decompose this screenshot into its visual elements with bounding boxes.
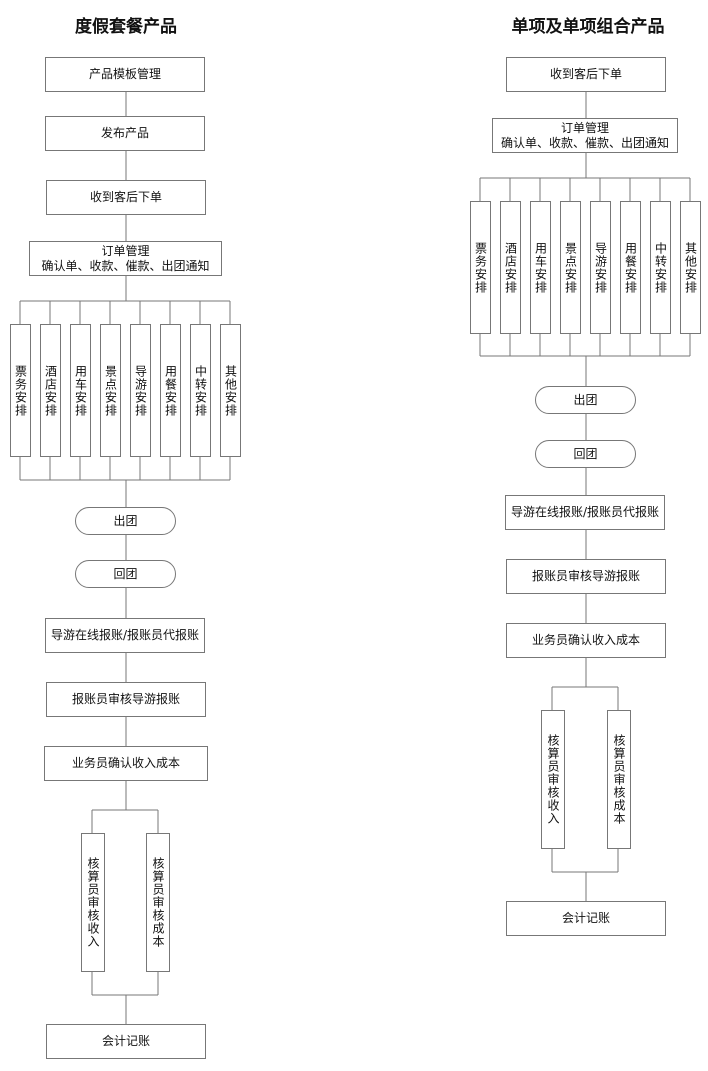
step-confirm-income-cost: 业务员确认收入成本 [506, 623, 666, 658]
audit-cost: 核算员审核成本 [607, 710, 631, 849]
step-order-management: 订单管理 确认单、收款、催款、出团通知 [29, 241, 222, 276]
step-return: 回团 [535, 440, 636, 468]
step-guide-reimbursement: 导游在线报账/报账员代报账 [45, 618, 205, 653]
arrangement-ticket: 票务安排 [470, 201, 491, 334]
audit-cost: 核算员审核成本 [146, 833, 170, 972]
step-depart: 出团 [75, 507, 176, 535]
arrangement-meal: 用餐安排 [160, 324, 181, 457]
left-connectors [19, 92, 231, 1024]
step-accounting: 会计记账 [506, 901, 666, 936]
audit-income: 核算员审核收入 [541, 710, 565, 849]
arrangement-attraction: 景点安排 [100, 324, 121, 457]
step-return: 回团 [75, 560, 176, 588]
step-order-management: 订单管理 确认单、收款、催款、出团通知 [492, 118, 678, 153]
arrangement-ticket: 票务安排 [10, 324, 31, 457]
step-template-management: 产品模板管理 [45, 57, 205, 92]
arrangement-vehicle: 用车安排 [70, 324, 91, 457]
audit-income: 核算员审核收入 [81, 833, 105, 972]
arrangement-guide: 导游安排 [590, 201, 611, 334]
left-title: 度假套餐产品 [75, 17, 177, 37]
step-review-reimbursement: 报账员审核导游报账 [506, 559, 666, 594]
arrangement-other: 其他安排 [680, 201, 701, 334]
step-guide-reimbursement: 导游在线报账/报账员代报账 [505, 495, 665, 530]
step-publish-product: 发布产品 [45, 116, 205, 151]
step-receive-order: 收到客后下单 [506, 57, 666, 92]
right-title: 单项及单项组合产品 [511, 17, 665, 37]
right-connectors [479, 92, 691, 901]
arrangement-guide: 导游安排 [130, 324, 151, 457]
arrangement-attraction: 景点安排 [560, 201, 581, 334]
arrangement-vehicle: 用车安排 [530, 201, 551, 334]
step-accounting: 会计记账 [46, 1024, 206, 1059]
arrangement-transfer: 中转安排 [190, 324, 211, 457]
step-depart: 出团 [535, 386, 636, 414]
step-review-reimbursement: 报账员审核导游报账 [46, 682, 206, 717]
step-confirm-income-cost: 业务员确认收入成本 [44, 746, 208, 781]
arrangement-other: 其他安排 [220, 324, 241, 457]
step-receive-order: 收到客后下单 [46, 180, 206, 215]
arrangement-hotel: 酒店安排 [40, 324, 61, 457]
arrangement-hotel: 酒店安排 [500, 201, 521, 334]
arrangement-meal: 用餐安排 [620, 201, 641, 334]
arrangement-transfer: 中转安排 [650, 201, 671, 334]
